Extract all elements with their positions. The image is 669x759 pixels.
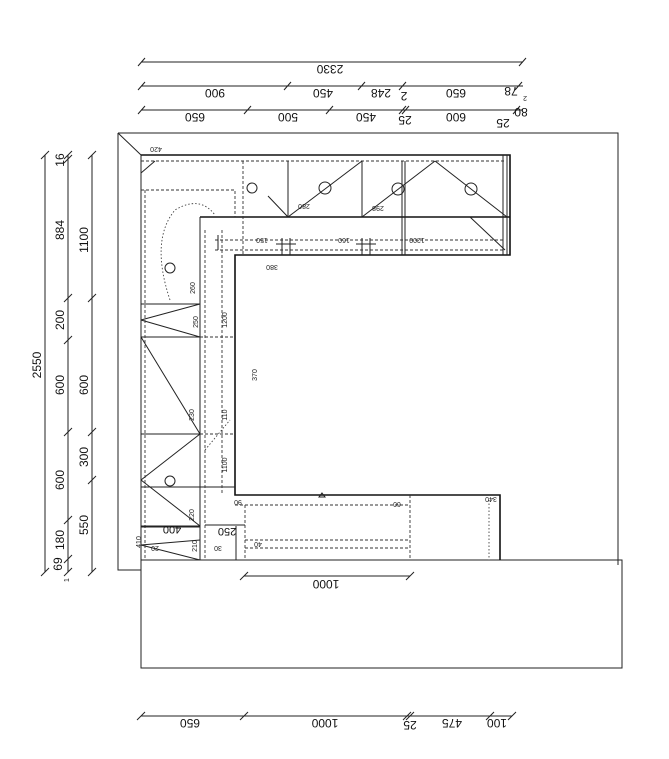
label-90: 90 [234, 498, 242, 505]
dim-bottom-650: 650 [180, 716, 200, 730]
label-370: 370 [252, 369, 259, 381]
dim-left-600: 600 [53, 375, 67, 395]
label-1200-top: 1200 [409, 236, 425, 243]
dim-top-900: 900 [205, 86, 225, 100]
dim-500: 500 [278, 110, 298, 124]
dim-650: 650 [185, 110, 205, 124]
dim-left-1100: 1100 [77, 227, 91, 253]
label-340: 340 [485, 495, 497, 502]
dim-overall-width: 2330 [316, 62, 343, 76]
label-30: 30 [214, 544, 222, 551]
label-420: 420 [150, 145, 162, 152]
dim-25b: 25 [496, 116, 510, 130]
label-160: 160 [338, 236, 350, 243]
label-380: 380 [266, 263, 278, 270]
dim-top-248: 248 [371, 86, 391, 100]
label-250-side: 250 [193, 316, 200, 328]
dim-outer-300: 300 [77, 447, 91, 467]
dim-25: 25 [398, 113, 412, 127]
label-150: 150 [256, 236, 268, 243]
label-250: 250 [218, 525, 236, 537]
dim-left-884: 884 [53, 220, 67, 240]
dim-left-16: 16 [53, 153, 67, 167]
dim-left-69: 69 [51, 557, 65, 571]
dim-outer-600: 600 [77, 375, 91, 395]
label-60: 60 [393, 500, 401, 507]
label-400: 400 [163, 523, 181, 535]
dim-bottom-100: 100 [487, 716, 507, 730]
dim-450: 450 [356, 110, 376, 124]
label-260: 260 [190, 282, 197, 294]
label-410: 410 [136, 536, 143, 548]
dim-bottom-475: 475 [442, 716, 462, 730]
bottom-dimension-line [136, 711, 517, 721]
label-230: 230 [189, 409, 196, 421]
label-1200-side: 1200 [222, 312, 229, 328]
dim-overall-depth: 2550 [30, 351, 44, 378]
label-280: 280 [298, 202, 310, 209]
top-dimension-lines [137, 57, 527, 115]
label-210: 210 [192, 540, 199, 552]
dim-bottom-25: 25 [403, 718, 417, 732]
dim-left-180: 180 [53, 530, 67, 550]
label-110: 110 [222, 409, 229, 420]
dim-left-1: 1 [64, 578, 71, 582]
top-counter [140, 154, 511, 560]
dim-left-600b: 600 [53, 470, 67, 490]
dim-80: 80 [514, 105, 528, 119]
dim-bottom-1000: 1000 [311, 716, 338, 730]
dim-top-650: 650 [446, 86, 466, 100]
room-walls [117, 132, 623, 669]
left-counter [140, 190, 237, 561]
label-40: 40 [254, 540, 262, 547]
dim-left-200: 200 [53, 310, 67, 330]
label-298: 298 [372, 204, 384, 211]
dim-top-2: 2 [400, 89, 407, 103]
dim-top-78: 78 [504, 84, 518, 98]
dim-outer-550: 550 [77, 515, 91, 535]
label-220: 220 [189, 509, 196, 521]
label-20: 20 [151, 544, 159, 551]
bottom-counter [141, 492, 490, 581]
label-1100: 1100 [222, 457, 229, 472]
left-dimension-lines [40, 150, 97, 577]
dim-600: 600 [446, 110, 466, 124]
label-1000-island: 1000 [312, 577, 339, 591]
dim-top-450: 450 [313, 86, 333, 100]
dim-top-2b: 2 [523, 94, 527, 101]
